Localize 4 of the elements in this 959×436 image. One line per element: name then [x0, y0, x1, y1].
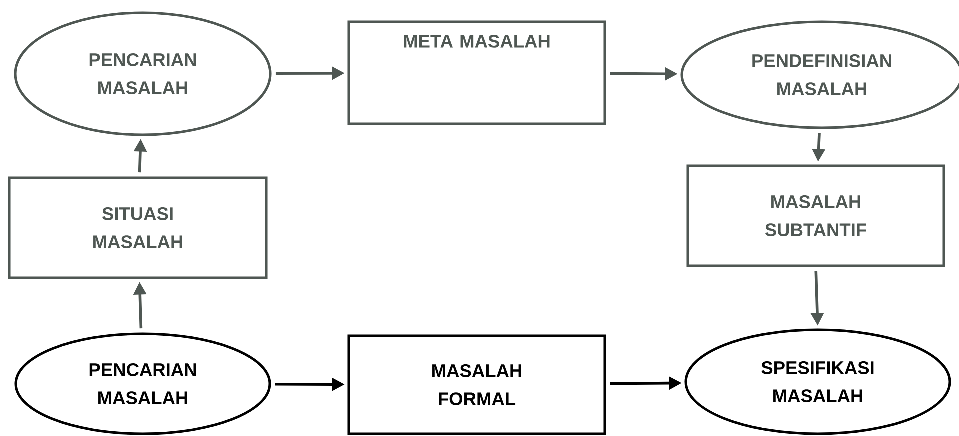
process-box: MASALAH FORMAL — [348, 334, 606, 436]
process-box: MASALAH SUBTANTIF — [686, 164, 946, 268]
process-box: META MASALAH — [348, 20, 606, 126]
process-box: SITUASI MASALAH — [8, 176, 268, 280]
